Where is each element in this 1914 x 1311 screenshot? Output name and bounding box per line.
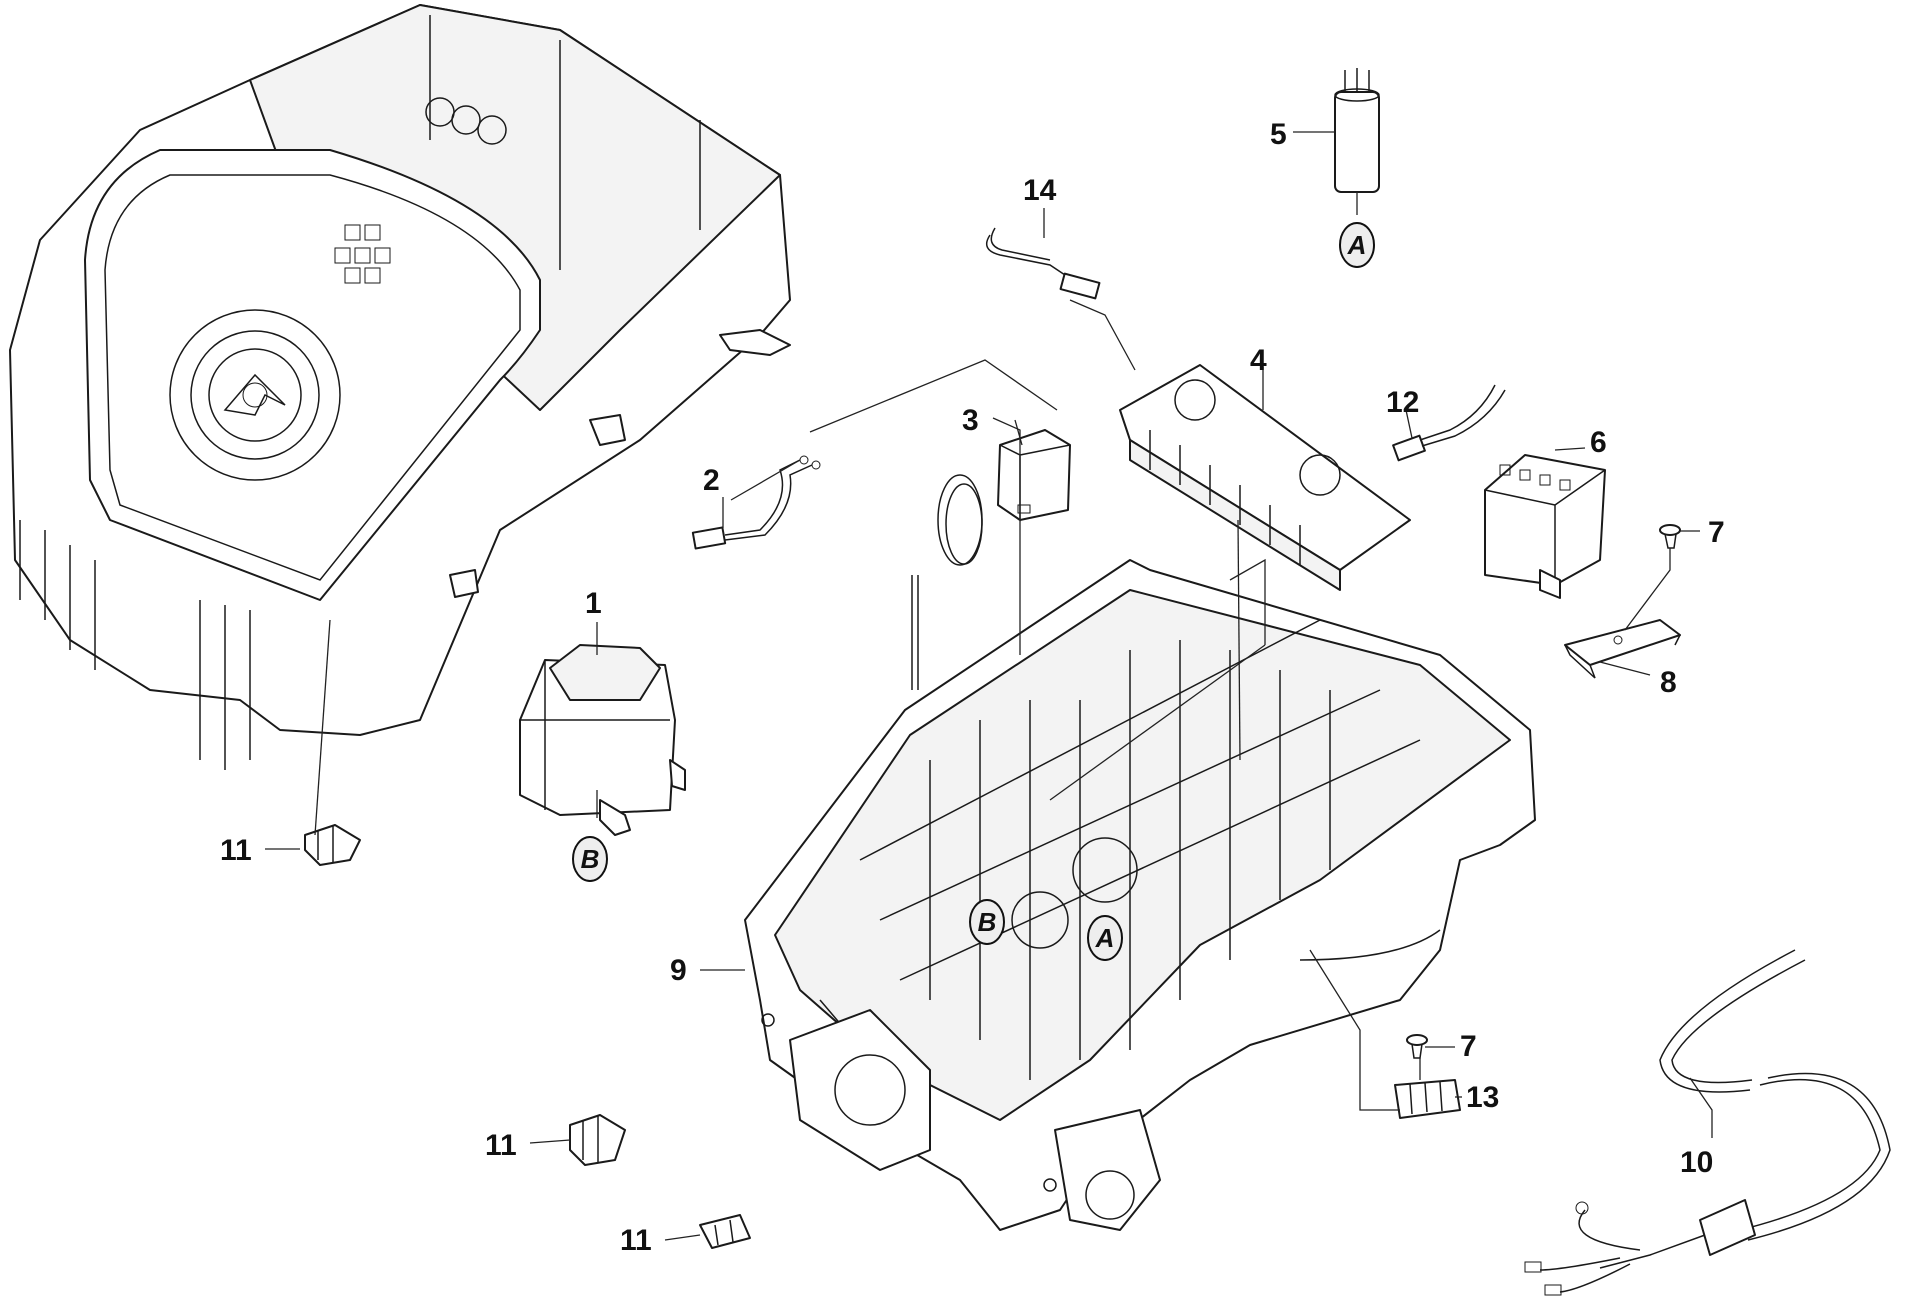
part-label-1: 1 <box>585 587 602 620</box>
part-label-7-top: 7 <box>1708 516 1725 549</box>
control-board <box>1119 364 1411 591</box>
svg-text:B: B <box>978 907 997 937</box>
reference-bubble-a-top: A <box>1339 222 1375 268</box>
svg-text:B: B <box>581 844 600 874</box>
clip-11-b <box>569 1114 626 1166</box>
part-label-14: 14 <box>1023 174 1057 207</box>
svg-text:A: A <box>1347 230 1367 260</box>
part-label-9: 9 <box>670 954 687 987</box>
part-label-2: 2 <box>703 464 720 497</box>
part-label-6: 6 <box>1590 426 1607 459</box>
relay-box <box>997 429 1071 522</box>
reference-bubble-a-base: A <box>1087 915 1123 961</box>
reference-bubble-b-transformer: B <box>572 836 608 882</box>
screw-top <box>1659 524 1681 549</box>
base-housing <box>744 559 1536 1231</box>
capacitor <box>1334 68 1380 193</box>
part-label-10: 10 <box>1680 1146 1713 1179</box>
part-label-13: 13 <box>1466 1081 1499 1114</box>
leader-lines <box>265 131 1713 1241</box>
top-cover <box>9 4 791 770</box>
power-cord <box>1524 949 1891 1296</box>
din-rail <box>1564 619 1681 679</box>
part-label-11-b: 11 <box>485 1129 517 1162</box>
thermal-probe <box>911 474 983 690</box>
part-label-11-a: 11 <box>220 834 252 867</box>
logo-grid <box>334 224 391 284</box>
screw-bottom <box>1406 1034 1428 1059</box>
part-label-4: 4 <box>1250 344 1267 377</box>
connector-12 <box>1392 384 1506 462</box>
contactor <box>1484 454 1606 599</box>
wire-harness-14 <box>985 227 1101 300</box>
part-label-11-c: 11 <box>620 1224 652 1257</box>
part-label-5: 5 <box>1270 118 1287 151</box>
svg-text:A: A <box>1095 923 1115 953</box>
part-label-8: 8 <box>1660 666 1677 699</box>
clip-11-c <box>699 1214 751 1249</box>
clip-11-a <box>304 824 361 866</box>
terminal-block <box>1394 1079 1461 1119</box>
transformer <box>519 644 686 836</box>
reference-bubble-b-base: B <box>969 899 1005 945</box>
part-label-7-bottom: 7 <box>1460 1030 1477 1063</box>
part-label-3: 3 <box>962 404 979 437</box>
part-label-12: 12 <box>1386 386 1419 419</box>
